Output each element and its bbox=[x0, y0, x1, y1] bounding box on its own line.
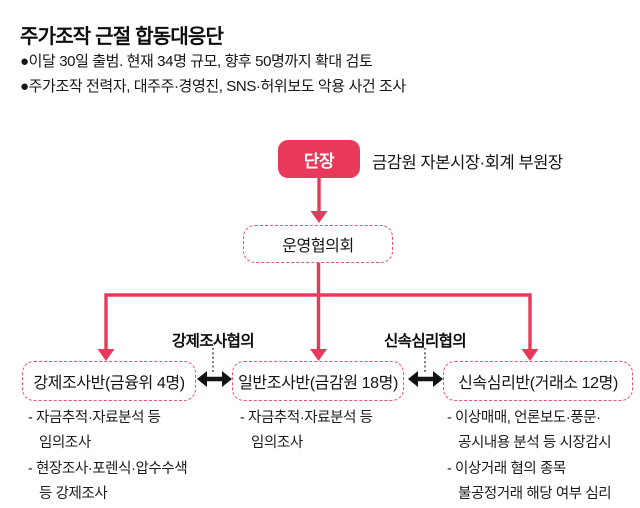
down-arrow-left-icon bbox=[97, 349, 115, 361]
duty-line: - 자금추적·자료분석 등 bbox=[240, 410, 373, 426]
team-box-compulsory: 강제조사반(금융위 4명) bbox=[22, 361, 196, 401]
duty-list-rapid: - 이상매매, 언론보도·풍문· 공시내용 분석 등 시장감시 - 이상거래 혐… bbox=[447, 406, 612, 507]
down-arrow-center-icon bbox=[310, 349, 327, 361]
duty-line: - 이상거래 혐의 종목 bbox=[447, 460, 566, 477]
duty-line: 공시내용 분석 등 시장감시 bbox=[458, 435, 612, 452]
link-label-rapid: 신속심리협의 bbox=[384, 333, 467, 350]
duty-line: 불공정거래 해당 여부 심리 bbox=[458, 485, 612, 502]
down-arrow-right-icon bbox=[521, 349, 539, 361]
duty-list-general: - 자금추적·자료분석 등 임의조사 bbox=[240, 406, 373, 457]
duty-line: 등 강제조사 bbox=[39, 485, 108, 502]
down-arrow-leader-icon bbox=[310, 178, 328, 223]
double-arrow-left-icon bbox=[197, 371, 232, 387]
summary-bullet-2: ●주가조작 전력자, 대주주·경영진, SNS·허위보도 악용 사건 조사 bbox=[20, 78, 406, 95]
duty-line: - 현장조사·포렌식·압수수색 bbox=[28, 460, 188, 477]
team-box-rapid: 신속심리반(거래소 12명) bbox=[443, 361, 633, 401]
duty-line: 임의조사 bbox=[251, 435, 303, 452]
page-title: 주가조작 근절 합동대응단 bbox=[20, 26, 224, 48]
duty-line: 임의조사 bbox=[39, 435, 91, 452]
leader-badge: 단장 bbox=[278, 140, 360, 178]
duty-line: - 이상매매, 언론보도·풍문· bbox=[447, 410, 601, 426]
team-box-general: 일반조사반(금감원 18명) bbox=[232, 361, 404, 401]
double-arrow-right-icon bbox=[408, 371, 443, 387]
duty-line: - 자금추적·자료분석 등 bbox=[28, 410, 161, 426]
duty-list-compulsory: - 자금추적·자료분석 등 임의조사 - 현장조사·포렌식·압수수색 등 강제조… bbox=[28, 406, 188, 507]
summary-bullet-1: ●이달 30일 출범. 현재 34명 규모, 향후 50명까지 확대 검토 bbox=[20, 53, 373, 70]
council-box: 운영협의회 bbox=[243, 225, 393, 263]
link-label-compulsory: 강제조사협의 bbox=[172, 333, 255, 350]
header: 주가조작 근절 합동대응단 ●이달 30일 출범. 현재 34명 규모, 향후 … bbox=[20, 25, 406, 99]
leader-description: 금감원 자본시장·회계 부원장 bbox=[372, 154, 563, 172]
tree-connector bbox=[104, 262, 532, 351]
